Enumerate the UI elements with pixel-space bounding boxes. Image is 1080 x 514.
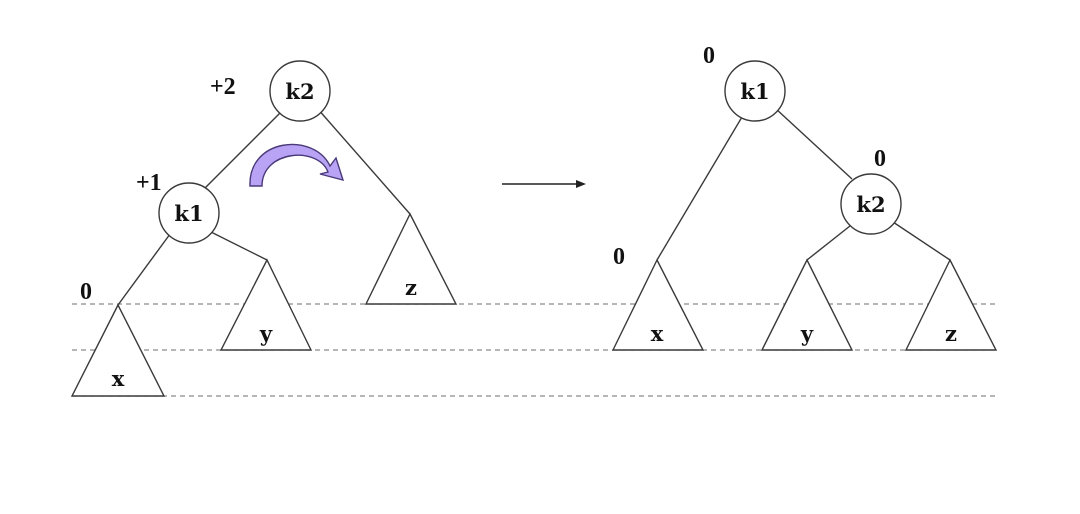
edge-k2-k1 [198, 107, 286, 195]
subtree-z-label: z [405, 275, 417, 300]
node-k1-label: k1 [174, 201, 203, 226]
subtree-x-after-label: x [651, 321, 664, 346]
balance-k2-after: 0 [874, 146, 886, 172]
edge-k1-x [117, 229, 174, 306]
node-k2-circle [269, 60, 331, 122]
clockwise-rotation-arrow-icon [249, 143, 345, 187]
edge-k2-z-after [892, 221, 951, 261]
right-arrow-icon [502, 180, 586, 188]
balance-k1-after: 0 [703, 43, 715, 69]
subtree-z-triangle [364, 212, 458, 305]
subtree-y-label: y [259, 321, 273, 346]
balance-x: 0 [80, 279, 92, 305]
subtree-y-after-triangle [760, 258, 854, 351]
subtree-z-after-label: z [945, 321, 957, 346]
edge-k1-k2-after [774, 107, 853, 180]
node-k2-after: k2 [840, 173, 902, 235]
after-tree: x y z k1 k2 0 0 0 [611, 43, 998, 351]
node-k2: k2 [269, 60, 331, 122]
subtree-x-label: x [112, 366, 125, 391]
balance-x-after: 0 [613, 244, 625, 270]
node-k2-after-circle [840, 173, 902, 235]
subtree-y-after: y [760, 258, 854, 351]
rotation-arrow-shape [249, 143, 345, 187]
node-k1-after-circle [724, 60, 786, 122]
edge-k2-y-after [806, 221, 856, 261]
edge-k1-y [206, 229, 268, 261]
balance-k2: +2 [210, 74, 236, 100]
transform-arrow-head [576, 180, 586, 188]
node-k2-label: k2 [285, 79, 314, 104]
before-tree: x y z k2 k1 +2 +1 0 [70, 60, 458, 397]
subtree-x-after: x [611, 258, 705, 351]
subtree-z-after-triangle [904, 258, 998, 351]
subtree-x: x [70, 303, 166, 397]
node-k1-after: k1 [724, 60, 786, 122]
subtree-z: z [364, 212, 458, 305]
balance-k1: +1 [136, 170, 162, 196]
node-k2-after-label: k2 [856, 192, 885, 217]
subtree-y-triangle [219, 258, 313, 351]
subtree-x-triangle [70, 303, 166, 397]
edge-k2-z [316, 107, 411, 215]
node-k1-circle [158, 182, 220, 244]
subtree-x-after-triangle [611, 258, 705, 351]
subtree-y: y [219, 258, 313, 351]
edge-k1-x-after [656, 116, 743, 261]
subtree-z-after: z [904, 258, 998, 351]
node-k1: k1 [158, 182, 220, 244]
subtree-y-after-label: y [800, 321, 814, 346]
node-k1-after-label: k1 [740, 79, 769, 104]
